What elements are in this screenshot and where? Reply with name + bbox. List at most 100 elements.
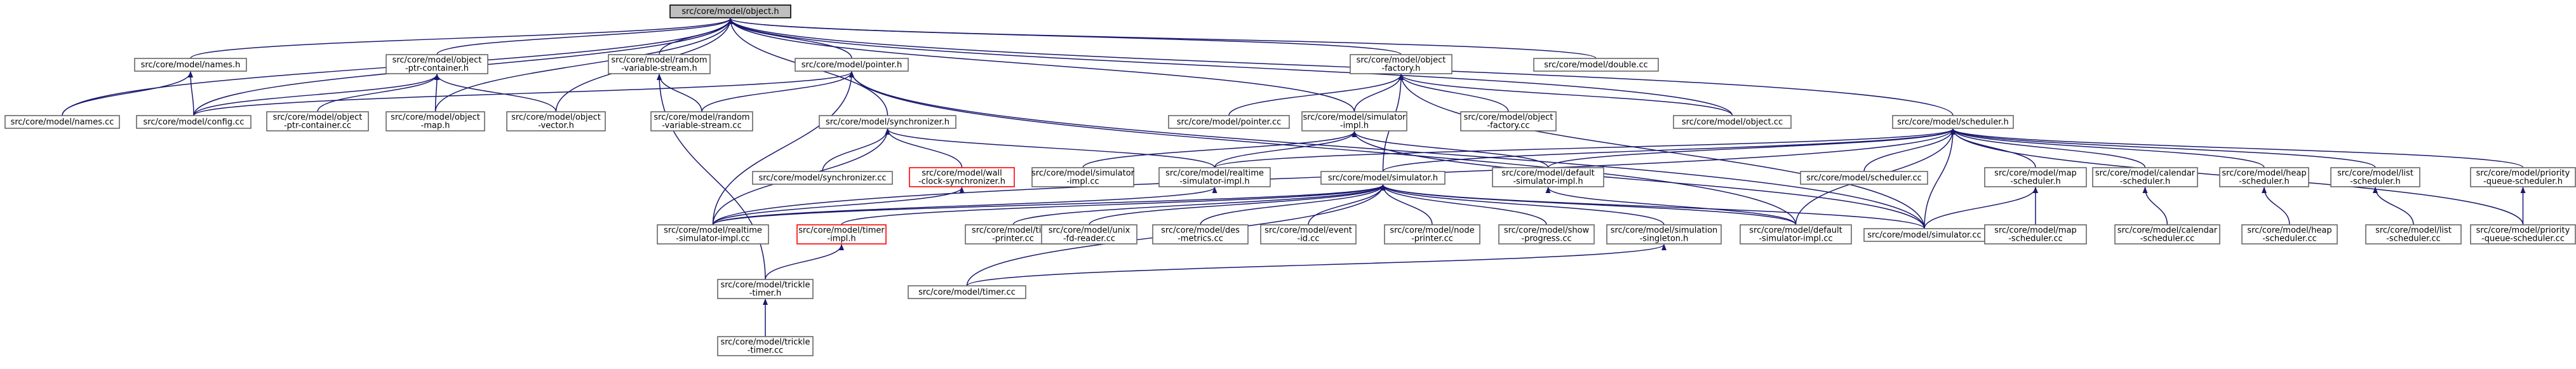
file-node-simulator-h[interactable]: src/core/model/simulator.h: [1320, 171, 1446, 185]
node-box: [1984, 167, 2087, 187]
file-node-config-cc[interactable]: src/core/model/config.cc: [136, 115, 252, 129]
node-label: -simulator-impl.h: [1179, 177, 1249, 187]
node-label: src/core/model/wall: [922, 169, 1002, 178]
node-box: [386, 111, 485, 131]
file-node-node-printer-cc[interactable]: src/core/model/node-printer.cc: [1384, 224, 1480, 245]
node-label: src/core/model/synchronizer.h: [826, 117, 949, 127]
node-label: src/core/model/map: [1994, 226, 2077, 236]
edge-default_impl_h-to-default_impl_cc: [1545, 187, 1797, 225]
edge-object_h-to-map_h: [434, 18, 733, 112]
file-node-factory-cc[interactable]: src/core/model/object-factory.cc: [1460, 111, 1557, 131]
file-node-sim-singleton-h[interactable]: src/core/model/simulation-singleton.h: [1606, 224, 1722, 245]
node-label: src/core/model/priority: [2476, 226, 2570, 236]
file-node-map-sched-h[interactable]: src/core/model/map-scheduler.h: [1984, 167, 2087, 187]
node-box: [4, 115, 120, 129]
node-label: src/core/model/pointer.cc: [1177, 117, 1282, 127]
file-node-simulator-cc[interactable]: src/core/model/simulator.cc: [1863, 228, 1985, 242]
node-box: [1740, 224, 1852, 245]
node-box: [1168, 115, 1290, 129]
file-node-map-sched-cc[interactable]: src/core/model/map-scheduler.cc: [1984, 224, 2087, 245]
file-node-unix-fd-cc[interactable]: src/core/model/unix-fd-reader.cc: [1041, 224, 1137, 245]
file-node-default-impl-h[interactable]: src/core/model/default-simulator-impl.h: [1492, 167, 1604, 187]
file-node-random-cc[interactable]: src/core/model/random-variable-stream.cc: [650, 111, 753, 131]
edge-scheduler_h-to-scheduler_cc: [1863, 128, 1955, 172]
file-node-priority-cc[interactable]: src/core/model/priority-queue-scheduler.…: [2470, 224, 2576, 245]
node-label: src/core/model/des: [1161, 226, 1240, 236]
node-box: [752, 171, 893, 185]
node-box: [669, 4, 791, 18]
file-node-object-cc[interactable]: src/core/model/object.cc: [1673, 115, 1792, 129]
edge-synchronizer_h-to-synchronizer_cc: [822, 128, 890, 172]
file-node-trickle-cc[interactable]: src/core/model/trickle-timer.cc: [717, 336, 814, 356]
node-label: src/core/model/realtime: [664, 226, 762, 236]
node-box: [717, 279, 814, 299]
edge-pointer_h-to-random_cc: [701, 71, 854, 112]
file-node-factory-h[interactable]: src/core/model/object-factory.h: [1350, 54, 1452, 74]
node-label: -metrics.cc: [1177, 234, 1223, 244]
file-node-object-h[interactable]: src/core/model/object.h: [669, 4, 791, 18]
node-label: src/core/model/simulator.cc: [1867, 231, 1981, 240]
node-label: src/core/model/object.cc: [1682, 117, 1783, 127]
file-node-vector-h[interactable]: src/core/model/object-vector.h: [506, 111, 606, 131]
node-label: src/core/model/trickle: [720, 281, 810, 290]
file-node-trickle-h[interactable]: src/core/model/trickle-timer.h: [717, 279, 814, 299]
file-node-names-h[interactable]: src/core/model/names.h: [134, 58, 247, 72]
file-node-default-impl-cc[interactable]: src/core/model/default-simulator-impl.cc: [1740, 224, 1852, 245]
node-label: src/core/model/default: [1749, 226, 1842, 236]
edge-scheduler_h-to-default_impl_h: [1547, 128, 1955, 168]
file-node-show-progress-cc[interactable]: src/core/model/show-progress.cc: [1498, 224, 1595, 245]
file-node-ptr-container-h[interactable]: src/core/model/object-ptr-container.h: [386, 54, 488, 74]
file-node-scheduler-cc[interactable]: src/core/model/scheduler.cc: [1800, 171, 1928, 185]
file-node-heap-cc[interactable]: src/core/model/heap-scheduler.cc: [2241, 224, 2338, 245]
file-node-random-h[interactable]: src/core/model/random-variable-stream.h: [608, 54, 711, 74]
file-node-names-cc[interactable]: src/core/model/names.cc: [4, 115, 120, 129]
file-node-synchronizer-h[interactable]: src/core/model/synchronizer.h: [819, 115, 956, 129]
node-label: -scheduler.h: [2120, 177, 2170, 187]
file-node-timer-cc[interactable]: src/core/model/timer.cc: [908, 285, 1026, 299]
node-label: src/core/model/unix: [1049, 226, 1130, 236]
file-node-event-id-cc[interactable]: src/core/model/event-id.cc: [1260, 224, 1357, 245]
node-label: -ptr-container.cc: [284, 121, 351, 131]
node-label: -scheduler.cc: [2140, 234, 2195, 244]
node-box: [2241, 224, 2338, 245]
node-box: [2470, 167, 2576, 187]
dependency-edges: [62, 18, 2526, 337]
node-box: [506, 111, 606, 131]
edge-map_sched_h-to-simulator_cc: [1924, 187, 2038, 229]
edge-scheduler_h-to-priority_h: [1950, 128, 2524, 168]
file-node-synchronizer-cc[interactable]: src/core/model/synchronizer.cc: [752, 171, 893, 185]
edge-synchronizer_h-to-wall_clock_h: [885, 128, 963, 168]
file-node-timer-impl-h[interactable]: src/core/model/timer-impl.h: [796, 224, 887, 245]
edge-names_h-to-config_cc: [188, 71, 194, 116]
file-node-list-cc[interactable]: src/core/model/list-scheduler.cc: [2365, 224, 2462, 245]
file-node-calendar-h[interactable]: src/core/model/calendar-scheduler.h: [2092, 167, 2198, 187]
node-box: [1460, 111, 1557, 131]
file-node-sim-impl-h[interactable]: src/core/model/simulator-impl.h: [1301, 111, 1407, 131]
file-node-wall-clock-h[interactable]: src/core/model/wall-clock-synchronizer.h: [909, 167, 1015, 187]
node-box: [1984, 224, 2087, 245]
file-node-ptr-container-cc[interactable]: src/core/model/object-ptr-container.cc: [266, 111, 369, 131]
node-box: [657, 224, 769, 245]
file-node-priority-h[interactable]: src/core/model/priority-queue-scheduler.…: [2470, 167, 2576, 187]
node-label: -factory.h: [1382, 64, 1421, 74]
file-node-heap-h[interactable]: src/core/model/heap-scheduler.h: [2219, 167, 2309, 187]
node-label: src/core/model/names.h: [141, 60, 241, 70]
edge-simulator_h-to-event_id_cc: [1308, 184, 1386, 225]
file-node-pointer-h[interactable]: src/core/model/pointer.h: [795, 58, 909, 72]
file-node-sim-impl-cc[interactable]: src/core/model/simulator-impl.cc: [1031, 167, 1135, 187]
file-node-realtime-impl-h[interactable]: src/core/model/realtime-simulator-impl.h: [1158, 167, 1271, 187]
file-node-des-metrics-cc[interactable]: src/core/model/des-metrics.cc: [1152, 224, 1249, 245]
file-node-map-h[interactable]: src/core/model/object-map.h: [386, 111, 485, 131]
file-node-scheduler-h[interactable]: src/core/model/scheduler.h: [1892, 115, 2014, 129]
file-node-realtime-impl-cc[interactable]: src/core/model/realtime-simulator-impl.c…: [657, 224, 769, 245]
file-node-pointer-cc[interactable]: src/core/model/pointer.cc: [1168, 115, 1290, 129]
file-node-double-cc[interactable]: src/core/model/double.cc: [1533, 58, 1659, 72]
file-node-list-h[interactable]: src/core/model/list-scheduler.h: [2330, 167, 2420, 187]
node-label: src/core/model/pointer.h: [802, 60, 902, 70]
file-node-calendar-cc[interactable]: src/core/model/calendar-scheduler.cc: [2114, 224, 2220, 245]
edge-random_h-to-random_cc: [657, 74, 702, 112]
node-label: -scheduler.h: [2239, 177, 2289, 187]
node-box: [717, 336, 814, 356]
node-box: [1892, 115, 2014, 129]
